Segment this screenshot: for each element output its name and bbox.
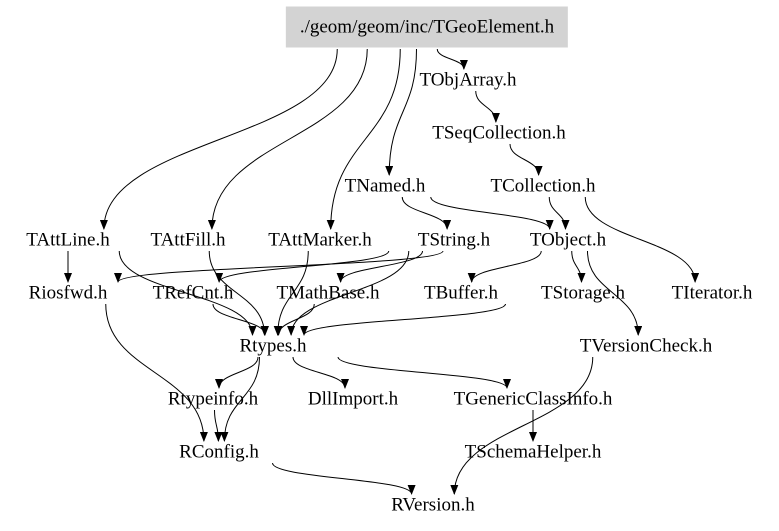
edge-riosfwd-to-rconfig	[105, 303, 208, 442]
graph-node-rtypeinfo[interactable]: Rtypeinfo.h	[167, 388, 259, 410]
graph-node-tattline[interactable]: TAttLine.h	[26, 229, 110, 251]
graph-node-tgenericclassinfo[interactable]: TGenericClassInfo.h	[453, 388, 613, 410]
graph-node-rversion[interactable]: RVersion.h	[391, 494, 475, 516]
graph-node-tobjarray[interactable]: TObjArray.h	[419, 69, 517, 91]
graph-node-rtypes[interactable]: Rtypes.h	[239, 335, 307, 357]
edge-tobject-to-tbuffer	[467, 250, 542, 283]
edge-rtypes-to-tgenericclassinfo	[337, 356, 511, 389]
edge-tobject-to-tversioncheck	[587, 250, 643, 336]
edge-tstring-to-rtypes	[287, 250, 410, 336]
edge-tstring-to-trefcnt	[215, 250, 390, 283]
edge-rtypes-to-rtypeinfo	[215, 356, 259, 389]
edge-rtypes-to-rconfig	[220, 356, 260, 442]
graph-node-tversioncheck[interactable]: TVersionCheck.h	[579, 335, 713, 357]
graph-node-tstring[interactable]: TString.h	[417, 229, 491, 251]
graph-node-rconfig[interactable]: RConfig.h	[179, 441, 259, 463]
graph-node-tobject[interactable]: TObject.h	[529, 229, 607, 251]
edge-root-to-tattmarker	[326, 48, 401, 230]
edge-tobject-to-tstorage	[571, 250, 586, 283]
graph-node-riosfwd[interactable]: Riosfwd.h	[28, 282, 108, 304]
edge-tmathbase-to-rtypes	[274, 303, 315, 336]
graph-node-root[interactable]: ./geom/geom/inc/TGeoElement.h	[285, 6, 569, 48]
edge-tnamed-to-tobject	[430, 196, 554, 230]
graph-node-trefcnt[interactable]: TRefCnt.h	[152, 282, 234, 304]
edge-tobjarray-to-tseqcollection	[475, 90, 500, 123]
edge-tseqcollection-to-tcollection	[509, 143, 543, 176]
edge-tattfill-to-rtypes	[208, 250, 269, 336]
graph-node-tnamed[interactable]: TNamed.h	[344, 175, 426, 197]
graph-node-dllimport[interactable]: DllImport.h	[307, 388, 399, 410]
edge-root-to-tattline	[99, 48, 338, 230]
edge-tobject-to-riosfwd	[114, 250, 444, 283]
edge-rtypeinfo-to-rconfig	[214, 409, 223, 442]
edge-root-to-tnamed	[385, 48, 417, 176]
edge-tstring-to-tmathbase	[336, 250, 423, 283]
edge-trefcnt-to-rtypes	[212, 303, 269, 336]
graph-node-titerator[interactable]: TIterator.h	[671, 282, 753, 304]
graph-node-tcollection[interactable]: TCollection.h	[490, 175, 596, 197]
edge-tcollection-to-tobject	[548, 196, 570, 230]
edge-tnamed-to-tstring	[401, 196, 452, 230]
edge-root-to-tobjarray	[436, 48, 468, 70]
edge-rconfig-to-rversion	[272, 462, 416, 495]
edge-rtypes-to-dllimport	[292, 356, 349, 389]
graph-node-tattfill[interactable]: TAttFill.h	[150, 229, 226, 251]
edge-tversioncheck-to-rversion	[450, 356, 594, 495]
edge-tcollection-to-titerator	[584, 196, 700, 283]
graph-node-tschemahelper[interactable]: TSchemaHelper.h	[464, 441, 602, 463]
edge-tstorage-to-rtypes	[300, 303, 506, 336]
edge-tattline-to-rtypes	[118, 250, 257, 336]
graph-node-tseqcollection[interactable]: TSeqCollection.h	[432, 122, 566, 144]
graph-node-tbuffer[interactable]: TBuffer.h	[423, 282, 499, 304]
graph-node-tmathbase[interactable]: TMathBase.h	[276, 282, 380, 304]
graph-node-tstorage[interactable]: TStorage.h	[541, 282, 625, 304]
edge-root-to-tattfill	[207, 48, 368, 230]
graph-node-tattmarker[interactable]: TAttMarker.h	[268, 229, 372, 251]
edge-tattmarker-to-rtypes	[273, 250, 309, 336]
